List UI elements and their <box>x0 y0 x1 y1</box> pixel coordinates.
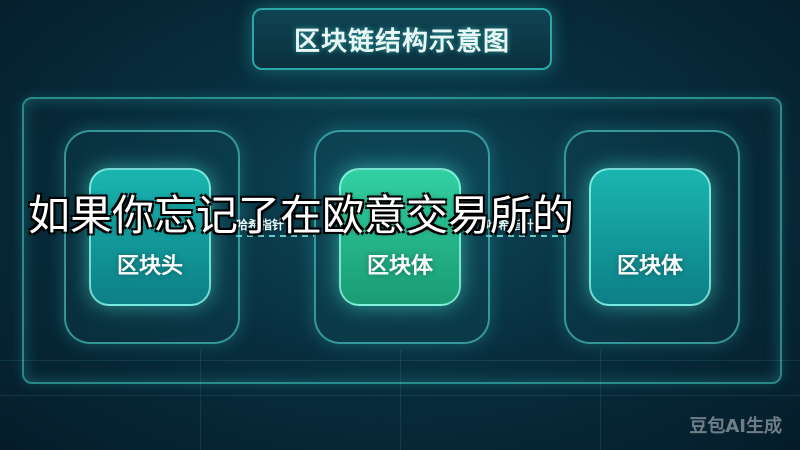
grid-line <box>0 360 800 361</box>
blockchain-panel <box>22 97 782 384</box>
watermark: 豆包AI生成 <box>689 416 782 437</box>
overlay-caption: 如果你忘记了在欧意交易所的 <box>28 191 575 240</box>
block-3: 区块体 <box>589 168 711 306</box>
title-banner: 区块链结构示意图 <box>252 8 552 70</box>
pointer-label-2: 哈希指针 <box>485 218 534 232</box>
grid-line <box>200 350 201 450</box>
block-1: 区块头 <box>89 168 211 306</box>
block-1-label: 区块头 <box>116 254 183 279</box>
page-title: 区块链结构示意图 <box>293 26 510 57</box>
block-3-label: 区块体 <box>616 254 683 279</box>
pointer-label-1: 哈希指针 <box>235 218 284 232</box>
grid-line <box>400 350 401 450</box>
grid-line <box>600 350 601 450</box>
block-2: 区块体 <box>339 168 461 306</box>
grid-line <box>0 395 800 396</box>
block-2-label: 区块体 <box>366 254 433 279</box>
